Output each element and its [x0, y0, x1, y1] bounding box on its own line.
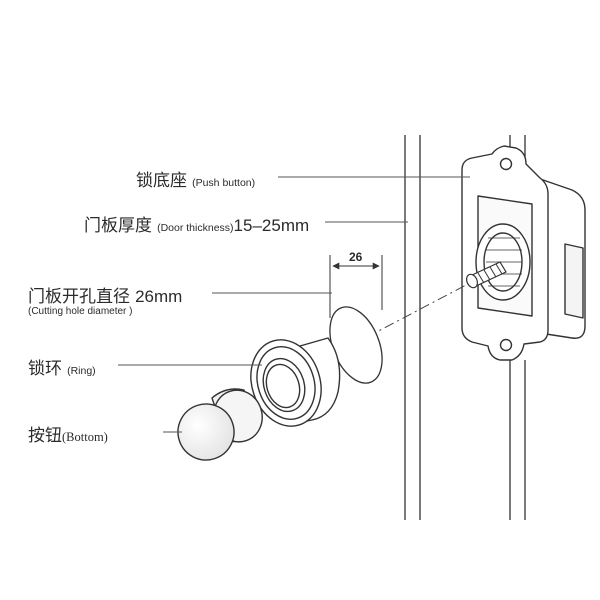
- lock-ring: [250, 337, 341, 427]
- label-door-thickness-cn: 门板厚度: [84, 216, 152, 236]
- label-door-thickness-value: 15–25mm: [233, 216, 310, 235]
- label-push-button: 锁底座 (Push button): [136, 166, 255, 191]
- center-axis: [189, 283, 469, 431]
- label-cutting-hole-cn: 门板开孔直径: [28, 287, 130, 307]
- label-push-button-en: (Push button): [192, 177, 256, 189]
- label-ring-cn: 锁环: [28, 359, 62, 379]
- label-bottom: 按钮(Bottom): [28, 421, 108, 446]
- label-door-thickness-en: (Door thickness): [157, 222, 234, 234]
- door-panel: [404, 135, 526, 520]
- push-knob: [177, 388, 263, 461]
- label-push-button-cn: 锁底座: [136, 171, 187, 191]
- dimension-26: [329, 255, 383, 318]
- label-bottom-cn: 按钮: [28, 426, 62, 446]
- lock-body: [461, 145, 586, 361]
- label-cutting-hole-en: (Cutting hole diameter ): [28, 306, 133, 317]
- threaded-spindle: [465, 261, 507, 289]
- label-door-thickness: 门板厚度 (Door thickness)15–25mm: [84, 211, 309, 236]
- label-cutting-hole: 门板开孔直径 26mm: [28, 282, 182, 307]
- dimension-26-text: 26: [349, 250, 363, 264]
- label-cutting-hole-value: 26mm: [135, 287, 183, 306]
- label-ring-en: (Ring): [67, 365, 96, 377]
- leader-lines: [118, 176, 470, 433]
- label-bottom-en: (Bottom): [62, 430, 108, 444]
- label-ring: 锁环 (Ring): [28, 354, 96, 379]
